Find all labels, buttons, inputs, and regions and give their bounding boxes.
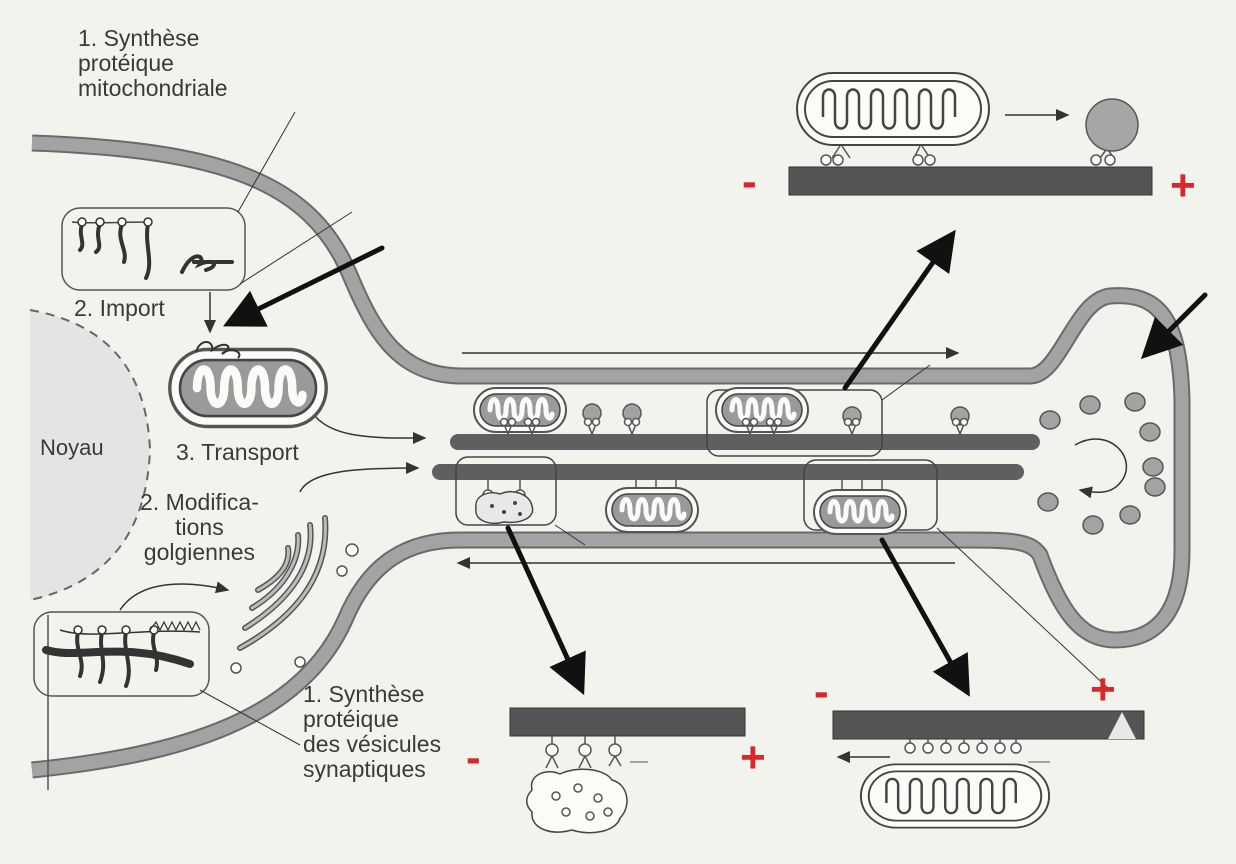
inset-vesicle <box>509 707 746 834</box>
retrograde-vesicle-box <box>455 456 557 526</box>
label-vesicle-synthesis: 1. Synthèse protéique des vésicules syna… <box>303 682 441 782</box>
golgi-vesicles <box>230 543 359 674</box>
label-mito-synthesis-line1: 1. Synthèse <box>78 25 200 51</box>
inset-retrograde <box>832 710 1145 829</box>
label-golgi-line2: tions <box>175 514 224 540</box>
label-leader-3 <box>199 689 301 746</box>
box-connector-3 <box>881 364 931 401</box>
nucleus-envelope <box>29 309 152 601</box>
vesicle-cargo-2 <box>622 403 642 435</box>
transport-pointer-arrow <box>311 411 427 445</box>
mitochondrion-soma <box>170 341 326 427</box>
box-connector-2 <box>936 527 1111 691</box>
microtubule-upper <box>450 434 1040 450</box>
bold-arrows <box>223 229 1208 697</box>
retrograde-mito-box <box>803 459 938 534</box>
minus-sign-bottom-left: - <box>466 733 481 782</box>
label-mito-synthesis-line2: protéique <box>78 50 174 76</box>
vesicle-cargo-1 <box>582 403 602 435</box>
label-golgi-modifications: 2. Modifica- tions golgiennes <box>140 490 259 565</box>
minus-sign-top: - <box>742 157 757 206</box>
neuron-membrane-fill <box>31 136 1189 777</box>
recycling-arrow <box>1074 438 1127 499</box>
box-connector <box>554 524 586 546</box>
label-vesicle-synthesis-line4: synaptiques <box>303 756 426 782</box>
golgi-pointer-arrow <box>299 462 420 493</box>
mitochondrion-cargo-retro <box>606 479 698 532</box>
label-nucleus: Noyau <box>40 435 104 460</box>
vesicle-cargo-3 <box>950 406 970 435</box>
plus-sign-bottom-right: + <box>1090 665 1116 714</box>
anterograde-box <box>706 388 883 457</box>
label-vesicle-synthesis-line1: 1. Synthèse <box>303 681 425 707</box>
label-transport: 3. Transport <box>176 439 299 465</box>
label-vesicle-synthesis-line3: des vésicules <box>303 731 442 757</box>
plus-sign-top: + <box>1170 161 1196 210</box>
nucleus <box>30 310 150 600</box>
inset-anterograde <box>788 71 1153 196</box>
synaptic-vesicles <box>1037 392 1166 535</box>
label-leader-1 <box>237 111 296 213</box>
label-golgi-line3: golgiennes <box>143 539 256 565</box>
plus-sign-bottom-center: + <box>740 733 766 782</box>
vesicle-synthesis-box <box>33 611 210 697</box>
label-vesicle-synthesis-line2: protéique <box>303 706 399 732</box>
label-import: 2. Import <box>74 295 165 321</box>
label-golgi-line1: 2. Modifica- <box>140 489 259 515</box>
mitochondrion-cargo-1 <box>474 388 566 435</box>
label-leader-2 <box>239 211 353 285</box>
microtubule-lower <box>432 464 1024 480</box>
label-mito-synthesis-line3: mitochondriale <box>78 75 228 101</box>
golgi-transfer-arrow <box>119 581 230 611</box>
label-mito-synthesis: 1. Synthèse protéique mitochondriale <box>78 26 228 101</box>
minus-sign-bottom-right: - <box>814 667 829 716</box>
mito-synthesis-box <box>61 207 246 291</box>
